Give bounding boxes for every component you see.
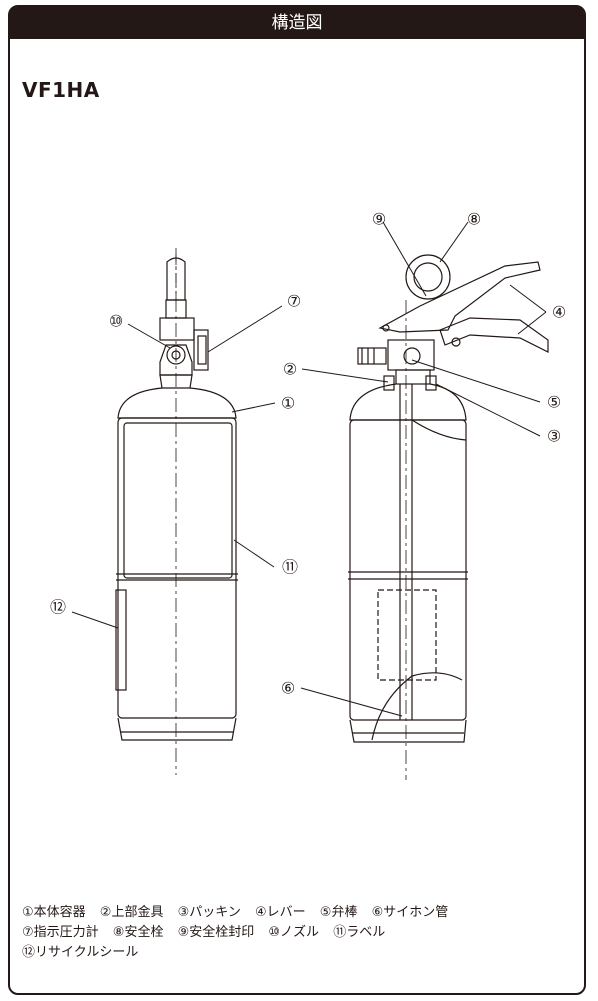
leader-lines: [71, 221, 547, 717]
legend-item: ⑤弁棒: [319, 905, 358, 920]
callout-10: ⑩: [109, 312, 123, 331]
side-view-extinguisher: [348, 254, 549, 780]
legend-item: ⑧安全栓: [112, 925, 164, 940]
callout-1: ①: [281, 394, 295, 413]
callout-8: ⑧: [467, 210, 481, 229]
legend-item: ②上部金具: [99, 905, 164, 920]
legend-item: ⑥サイホン管: [371, 905, 449, 920]
legend-row: ①本体容器 ②上部金具 ③パッキン ④レバー ⑤弁棒 ⑥サイホン管: [22, 903, 582, 923]
legend-item: ⑫リサイクルシール: [22, 945, 139, 960]
callout-5: ⑤: [547, 393, 561, 412]
model-name: VF1HA: [22, 78, 100, 102]
callout-2: ②: [283, 360, 297, 379]
parts-legend: ①本体容器 ②上部金具 ③パッキン ④レバー ⑤弁棒 ⑥サイホン管 ⑦指示圧力計…: [22, 903, 582, 963]
legend-item: ⑨安全栓封印: [177, 925, 255, 940]
panel-title: 構造図: [10, 7, 584, 39]
legend-item: ⑦指示圧力計: [22, 925, 99, 940]
callout-12: ⑫: [50, 598, 66, 617]
legend-row: ⑦指示圧力計 ⑧安全栓 ⑨安全栓封印 ⑩ノズル ⑪ラベル: [22, 923, 582, 943]
legend-row: ⑫リサイクルシール: [22, 943, 582, 963]
callout-6: ⑥: [281, 679, 295, 698]
legend-item: ⑪ラベル: [333, 925, 386, 940]
legend-item: ④レバー: [255, 905, 306, 920]
callout-11: ⑪: [282, 558, 298, 577]
front-view-extinguisher: [115, 248, 238, 775]
callout-9: ⑨: [372, 210, 386, 229]
callout-7: ⑦: [287, 292, 301, 311]
legend-item: ③パッキン: [177, 905, 241, 920]
callout-3: ③: [547, 427, 561, 446]
structure-diagram-panel: 構造図: [8, 5, 586, 995]
legend-item: ⑩ノズル: [268, 925, 320, 940]
legend-item: ①本体容器: [22, 905, 86, 920]
callout-4: ④: [552, 303, 566, 322]
callout-numbers: ① ② ③ ④ ⑤ ⑥ ⑦ ⑧ ⑨ ⑩ ⑪ ⑫: [50, 210, 566, 698]
